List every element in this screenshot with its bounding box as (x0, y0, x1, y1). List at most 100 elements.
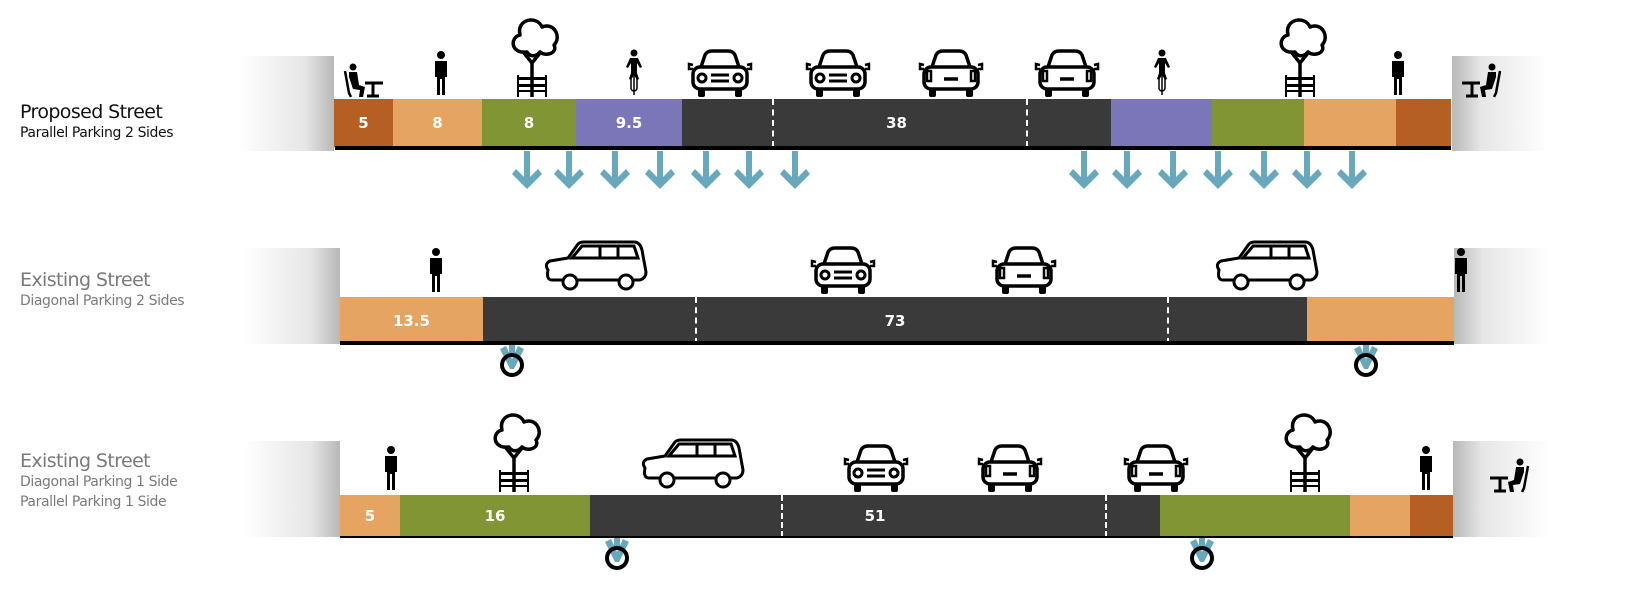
storm-drain-icon (603, 536, 631, 570)
sidewalk (1307, 297, 1454, 344)
pedestrian-icon (1420, 446, 1432, 490)
roadway: 38 (682, 99, 1111, 147)
section-title: Proposed Street (20, 101, 163, 123)
tree-with-bench-icon (1279, 18, 1327, 99)
section-title: Existing Street (20, 450, 151, 472)
street-baseline (340, 536, 1453, 538)
lane-divider (772, 99, 774, 147)
sidewalk (1304, 99, 1396, 147)
arrow-down-icon (734, 151, 764, 189)
width-label: 16 (484, 507, 506, 525)
tree-with-bench-icon (511, 18, 559, 99)
cafe-seating-icon (1460, 62, 1502, 99)
arrow-down-icon (691, 151, 721, 189)
street-section-proposed: 5 8 8 9.5 38 (334, 99, 1451, 147)
roadway: 51 (590, 495, 1160, 537)
section-title: Existing Street (20, 269, 151, 291)
pedestrian-icon (385, 446, 397, 490)
street-section-existing-diagonal: 13.5 73 (340, 297, 1454, 344)
cafe-seating-icon (1488, 457, 1530, 494)
furniture-zone (1410, 495, 1453, 537)
arrow-down-icon (1158, 151, 1188, 189)
pedestrian-icon (435, 51, 447, 95)
section-label-existing-diagonal: Existing Street Diagonal Parking 2 Sides (20, 269, 185, 311)
car-front-icon (687, 49, 753, 99)
width-label: 13.5 (392, 311, 430, 330)
storm-drain-icon (1352, 343, 1380, 377)
lane-divider (1026, 99, 1028, 147)
station-wagon-icon (544, 240, 648, 291)
sidewalk: 8 (393, 99, 482, 147)
storm-drain-icon (1188, 536, 1216, 570)
car-front-icon (805, 49, 871, 99)
width-label: 73 (884, 311, 906, 330)
planting-zone (1160, 495, 1350, 537)
car-front-icon (810, 246, 876, 296)
arrow-down-icon (1069, 151, 1099, 189)
section-label-proposed: Proposed Street Parallel Parking 2 Sides (20, 101, 174, 143)
arrow-down-icon (1292, 151, 1322, 189)
infiltration-arrows-left (512, 151, 810, 189)
lane-divider (695, 297, 697, 344)
sidewalk: 13.5 (340, 297, 483, 344)
furniture-zone (1396, 99, 1451, 147)
pedestrian-icon (1455, 248, 1467, 292)
arrow-down-icon (1112, 151, 1142, 189)
bike-lane: 9.5 (576, 99, 682, 147)
arrow-down-icon (645, 151, 675, 189)
arrow-down-icon (600, 151, 630, 189)
infiltration-arrows-right (1069, 151, 1367, 189)
roadway: 73 (483, 297, 1307, 344)
furniture-zone: 5 (334, 99, 393, 147)
width-label: 5 (364, 507, 376, 525)
left-curb (238, 56, 334, 151)
street-section-existing-mixed: 5 16 51 (340, 495, 1453, 537)
arrow-down-icon (1203, 151, 1233, 189)
width-label: 9.5 (615, 114, 643, 132)
cyclist-icon (625, 48, 643, 96)
pedestrian-icon (430, 248, 442, 292)
station-wagon-icon (1215, 240, 1319, 291)
station-wagon-icon (641, 438, 745, 489)
storm-drain-icon (498, 343, 526, 377)
car-front-icon (843, 444, 909, 494)
arrow-down-icon (780, 151, 810, 189)
width-label: 8 (523, 114, 535, 132)
section-subtitle: Parallel Parking 2 Sides (20, 125, 174, 141)
planting-zone (1212, 99, 1304, 147)
width-label: 5 (358, 114, 369, 132)
section-subtitle: Parallel Parking 1 Side (20, 494, 167, 510)
lane-divider (1105, 495, 1107, 537)
section-label-existing-mixed: Existing Street Diagonal Parking 1 Side … (20, 450, 178, 512)
width-label: 38 (886, 114, 907, 132)
car-rear-icon (918, 49, 984, 99)
car-rear-icon (1123, 444, 1189, 494)
car-rear-icon (991, 246, 1057, 296)
tree-with-bench-icon (493, 413, 541, 494)
street-baseline (340, 341, 1454, 345)
lane-divider (781, 495, 783, 537)
planting-zone: 16 (400, 495, 590, 537)
width-label: 8 (432, 114, 443, 132)
arrow-down-icon (554, 151, 584, 189)
bike-lane (1111, 99, 1212, 147)
car-rear-icon (977, 444, 1043, 494)
width-label: 51 (864, 507, 886, 525)
arrow-down-icon (1249, 151, 1279, 189)
pedestrian-icon (1392, 51, 1404, 95)
lane-divider (1167, 297, 1169, 344)
car-rear-icon (1034, 49, 1100, 99)
right-curb (1454, 248, 1550, 344)
cafe-seating-icon (343, 62, 385, 99)
left-curb (243, 441, 340, 537)
street-baseline (335, 146, 1451, 150)
section-subtitle: Diagonal Parking 2 Sides (20, 293, 185, 309)
tree-with-bench-icon (1284, 413, 1332, 494)
sidewalk: 5 (340, 495, 400, 537)
sidewalk (1350, 495, 1410, 537)
arrow-down-icon (512, 151, 542, 189)
left-curb (243, 248, 340, 344)
cyclist-icon (1153, 48, 1171, 96)
section-subtitle: Diagonal Parking 1 Side (20, 474, 178, 490)
